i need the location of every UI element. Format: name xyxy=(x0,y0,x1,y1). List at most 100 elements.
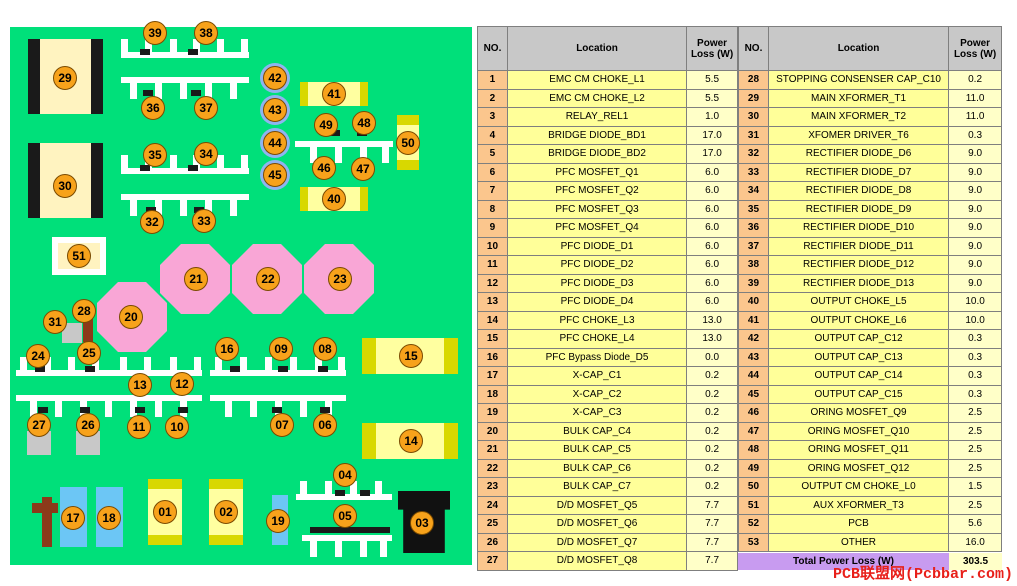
row-number: 18 xyxy=(477,384,508,404)
row-number: 39 xyxy=(738,273,769,293)
row-power-loss: 7.7 xyxy=(686,551,738,571)
marker-44: 44 xyxy=(263,131,287,155)
row-power-loss: 11.0 xyxy=(948,107,1002,127)
row-location: BULK CAP_C4 xyxy=(506,421,688,441)
row-location: OUTPUT CAP_C13 xyxy=(767,347,950,367)
row-number: 2 xyxy=(477,88,508,108)
row-power-loss: 0.2 xyxy=(948,70,1002,90)
row-number: 29 xyxy=(738,88,769,108)
row-location: ORING MOSFET_Q12 xyxy=(767,458,950,478)
row-number: 6 xyxy=(477,162,508,182)
row-number: 36 xyxy=(738,218,769,238)
marker-12: 12 xyxy=(170,372,194,396)
row-location: STOPPING CONSENSER CAP_C10 xyxy=(767,70,950,90)
marker-29: 29 xyxy=(53,66,77,90)
marker-05: 05 xyxy=(333,504,357,528)
row-power-loss: 0.2 xyxy=(686,403,738,423)
row-location: PFC CHOKE_L4 xyxy=(506,329,688,349)
marker-26: 26 xyxy=(76,413,100,437)
row-location: PFC MOSFET_Q2 xyxy=(506,181,688,201)
header-location: Location xyxy=(767,26,950,71)
header-no: NO. xyxy=(477,26,508,71)
row-number: 49 xyxy=(738,458,769,478)
marker-47: 47 xyxy=(351,157,375,181)
marker-41: 41 xyxy=(322,82,346,106)
row-number: 13 xyxy=(477,292,508,312)
row-number: 50 xyxy=(738,477,769,497)
row-number: 23 xyxy=(477,477,508,497)
row-power-loss: 2.5 xyxy=(948,458,1002,478)
marker-50: 50 xyxy=(396,131,420,155)
row-power-loss: 6.0 xyxy=(686,218,738,238)
row-power-loss: 13.0 xyxy=(686,310,738,330)
marker-15: 15 xyxy=(399,344,423,368)
row-location: OUTPUT CHOKE_L5 xyxy=(767,292,950,312)
marker-32: 32 xyxy=(140,210,164,234)
row-number: 48 xyxy=(738,440,769,460)
row-location: PFC DIODE_D4 xyxy=(506,292,688,312)
row-power-loss: 6.0 xyxy=(686,162,738,182)
marker-17: 17 xyxy=(61,506,85,530)
row-power-loss: 6.0 xyxy=(686,181,738,201)
marker-07: 07 xyxy=(270,413,294,437)
row-power-loss: 10.0 xyxy=(948,310,1002,330)
marker-35: 35 xyxy=(143,143,167,167)
row-location: PFC MOSFET_Q4 xyxy=(506,218,688,238)
row-number: 5 xyxy=(477,144,508,164)
watermark: PCB联盟网(Pcbbar.com) xyxy=(832,566,1013,583)
row-location: EMC CM CHOKE_L2 xyxy=(506,88,688,108)
row-power-loss: 9.0 xyxy=(948,181,1002,201)
row-location: PFC MOSFET_Q1 xyxy=(506,162,688,182)
marker-37: 37 xyxy=(194,96,218,120)
row-location: XFOMER DRIVER_T6 xyxy=(767,125,950,145)
row-location: RECTIFIER DIODE_D8 xyxy=(767,181,950,201)
row-number: 8 xyxy=(477,199,508,219)
row-location: RECTIFIER DIODE_D6 xyxy=(767,144,950,164)
row-location: OUTPUT CAP_C12 xyxy=(767,329,950,349)
row-number: 46 xyxy=(738,403,769,423)
row-power-loss: 9.0 xyxy=(948,144,1002,164)
row-number: 44 xyxy=(738,366,769,386)
marker-03: 03 xyxy=(410,511,434,535)
row-location: BULK CAP_C6 xyxy=(506,458,688,478)
row-location: D/D MOSFET_Q5 xyxy=(506,495,688,515)
row-power-loss: 7.7 xyxy=(686,495,738,515)
marker-13: 13 xyxy=(128,373,152,397)
row-location: PFC DIODE_D3 xyxy=(506,273,688,293)
row-location: ORING MOSFET_Q10 xyxy=(767,421,950,441)
row-number: 12 xyxy=(477,273,508,293)
row-number: 27 xyxy=(477,551,508,571)
row-number: 26 xyxy=(477,532,508,552)
row-location: D/D MOSFET_Q6 xyxy=(506,514,688,534)
row-power-loss: 0.2 xyxy=(686,421,738,441)
row-number: 24 xyxy=(477,495,508,515)
row-number: 28 xyxy=(738,70,769,90)
row-number: 32 xyxy=(738,144,769,164)
row-location: OUTPUT CAP_C14 xyxy=(767,366,950,386)
row-power-loss: 9.0 xyxy=(948,236,1002,256)
row-number: 43 xyxy=(738,347,769,367)
row-location: X-CAP_C2 xyxy=(506,384,688,404)
pcb-board: 39 38 29 36 37 42 43 44 45 41 49 48 50 3… xyxy=(10,21,472,565)
marker-24: 24 xyxy=(26,344,50,368)
